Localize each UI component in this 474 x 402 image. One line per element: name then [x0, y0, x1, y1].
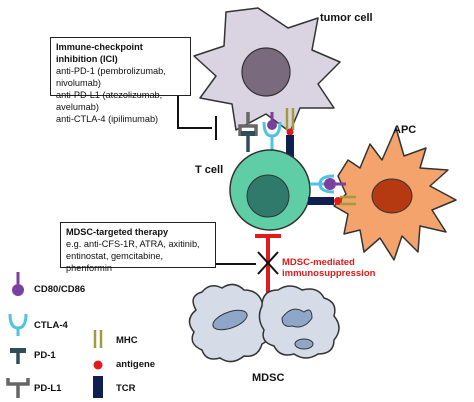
mdsc-mediated-label-2: immunosuppression: [282, 268, 376, 279]
tumor-nucleus: [241, 47, 291, 97]
mdsc-therapy-line: e.g. anti-CFS-1R, ATRA, axitinib,: [66, 239, 200, 249]
ici-line: anti-PD-L1 (atezolizumab, avelumab): [56, 90, 163, 112]
apc-cell: [333, 127, 457, 261]
mhc-tcr-apc: [308, 195, 356, 206]
ici-box: Immune-checkpoint inhibition (ICI) anti-…: [50, 37, 191, 124]
ici-line: anti-CTLA-4 (ipilimumab): [56, 114, 159, 124]
legend-icons: [6, 272, 103, 398]
mdsc-suppression-arrow: [255, 234, 281, 294]
legend-ctla4: CTLA-4: [34, 320, 68, 331]
ici-line: anti-PD-1 (pembrolizumab, nivolumab): [56, 66, 166, 88]
legend-antigene: antigene: [116, 359, 156, 370]
apc-nucleus: [371, 178, 413, 214]
mdsc-nucleus-2: [281, 308, 313, 328]
mdsc-therapy-line: entinostat, gemcitabine, phenformin: [66, 251, 164, 273]
mdsc-therapy-title: MDSC-targeted therapy: [66, 227, 169, 237]
t-cell: [229, 149, 311, 231]
legend-mhc: MHC: [116, 335, 138, 346]
tumor-cell: [193, 7, 341, 133]
legend-tcr: TCR: [116, 383, 136, 394]
legend-cd80: CD80/CD86: [34, 284, 86, 295]
mdsc-therapy-line: [216, 251, 279, 275]
apc-label: APC: [393, 124, 417, 136]
t-cell-label: T cell: [195, 164, 224, 176]
mdsc-nucleus-1: [212, 309, 248, 331]
mdsc-therapy-box: MDSC-targeted therapy e.g. anti-CFS-1R, …: [60, 222, 216, 273]
legend-pdl1: PD-L1: [34, 383, 62, 394]
mdsc-mediated-label-1: MDSC-mediated: [282, 257, 355, 268]
mdsc-nucleus-3: [294, 338, 314, 350]
legend-pd1: PD-1: [34, 350, 56, 361]
pd1-receptor-tcell: [241, 131, 255, 152]
mhc-tcr-tumor: [285, 108, 295, 157]
ici-inhibition-line: [177, 96, 217, 140]
mdsc-cells: [188, 283, 340, 363]
ici-title: Immune-checkpoint inhibition (ICI): [56, 42, 143, 64]
cd80-ctla4-tumor: [262, 112, 282, 150]
pdl1-receptor-tumor: [238, 112, 258, 136]
tumor-cell-label: tumor cell: [320, 12, 373, 24]
mdsc-label: MDSC: [252, 372, 285, 384]
cd80-ctla4-apc: [310, 174, 346, 194]
